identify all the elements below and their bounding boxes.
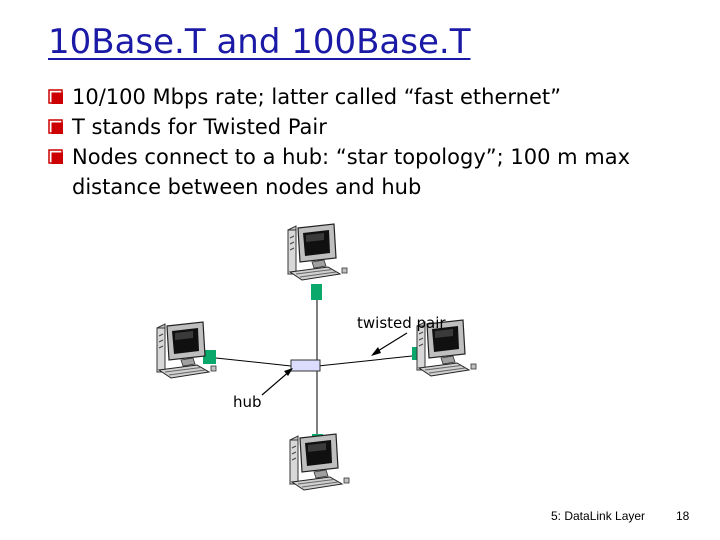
- desktop-computer-icon: [287, 223, 348, 281]
- bullet-text: T stands for Twisted Pair: [72, 115, 327, 139]
- cable-left: [215, 357, 292, 367]
- bullet-item: 10/100 Mbps rate; latter called “fast et…: [48, 82, 688, 112]
- page-number: 18: [676, 509, 690, 523]
- bullet-item: T stands for Twisted Pair: [48, 112, 688, 142]
- connector-top: [311, 284, 322, 300]
- slide-title: 10Base.T and 100Base.T: [48, 22, 471, 62]
- bullet-text: Nodes connect to a hub: “star topology”;…: [72, 145, 631, 199]
- footer-section: 5: DataLink Layer: [551, 509, 646, 523]
- hub-label: hub: [233, 393, 262, 411]
- connector-left: [203, 350, 216, 364]
- bullet-list: 10/100 Mbps rate; latter called “fast et…: [48, 82, 688, 202]
- desktop-computer-icon: [289, 433, 350, 491]
- bullet-item: Nodes connect to a hub: “star topology”;…: [48, 142, 688, 202]
- checkbox-bullet-icon: [48, 89, 63, 104]
- cable-right: [317, 355, 413, 367]
- hub-arrow: [261, 369, 292, 396]
- checkbox-bullet-icon: [48, 149, 63, 164]
- hub-icon: [290, 359, 321, 372]
- bullet-text: 10/100 Mbps rate; latter called “fast et…: [72, 85, 561, 109]
- twisted-pair-label: twisted pair: [357, 314, 446, 332]
- checkbox-bullet-icon: [48, 119, 63, 134]
